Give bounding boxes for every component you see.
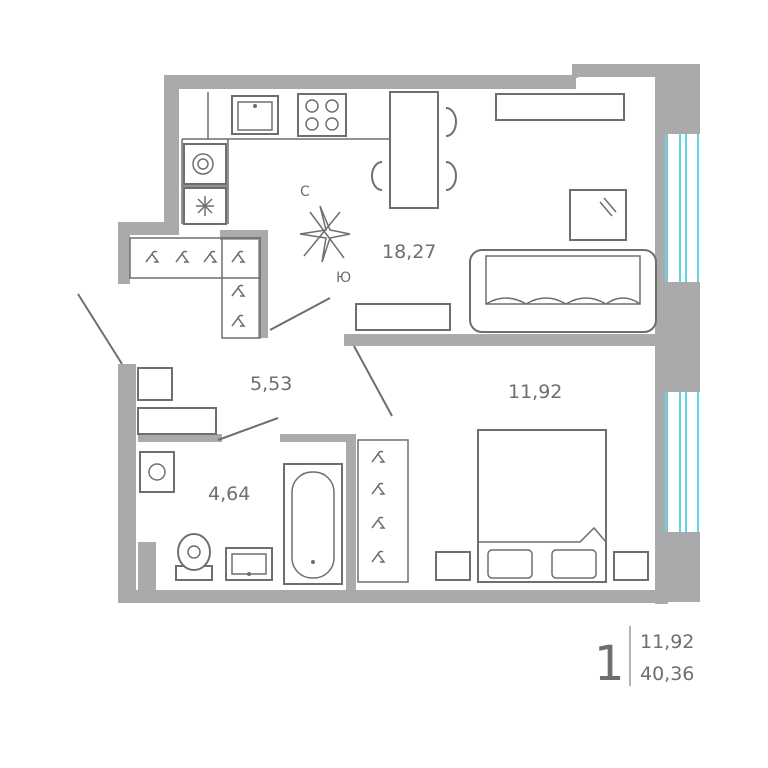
- hallway-furniture: [137, 367, 217, 435]
- living-area: 11,92: [640, 631, 694, 653]
- stove-icon: [297, 93, 347, 137]
- dining-chairs: [371, 107, 457, 191]
- refrigerator-icon: [183, 187, 227, 225]
- window-lower: [665, 392, 699, 532]
- closet-bedroom: [357, 439, 409, 583]
- toilet-icon: [175, 533, 213, 581]
- tv-stand: [355, 303, 451, 331]
- compass-north: С: [300, 184, 310, 200]
- closet-kitchen: [129, 237, 261, 339]
- hanger-icon: [145, 250, 246, 327]
- total-area: 40,36: [640, 663, 694, 685]
- hanger-icon: [371, 450, 386, 563]
- room-area-bathroom: 4,64: [208, 483, 250, 505]
- room-area-hallway: 5,53: [250, 373, 292, 395]
- room-area-bedroom: 11,92: [508, 381, 562, 403]
- sofa-icon: [469, 249, 657, 333]
- window-upper: [665, 134, 699, 282]
- room-count: 1: [594, 636, 625, 692]
- bathroom-sink-icon: [225, 547, 273, 581]
- tv-icon: [569, 189, 627, 241]
- washing-machine-icon: [183, 143, 227, 185]
- bathroom-washer-icon: [139, 451, 175, 493]
- dining-table: [389, 91, 439, 209]
- shelf: [495, 93, 625, 121]
- bed-icon: [477, 429, 607, 583]
- room-area-kitchen-living: 18,27: [382, 241, 436, 263]
- doors: [77, 293, 393, 441]
- nightstands: [435, 551, 649, 581]
- walls: [118, 64, 700, 604]
- compass-rose: [299, 205, 351, 263]
- kitchen-counter: [181, 92, 392, 224]
- bathtub-icon: [283, 463, 343, 585]
- sink-icon: [231, 95, 279, 135]
- compass-south: Ю: [336, 270, 351, 286]
